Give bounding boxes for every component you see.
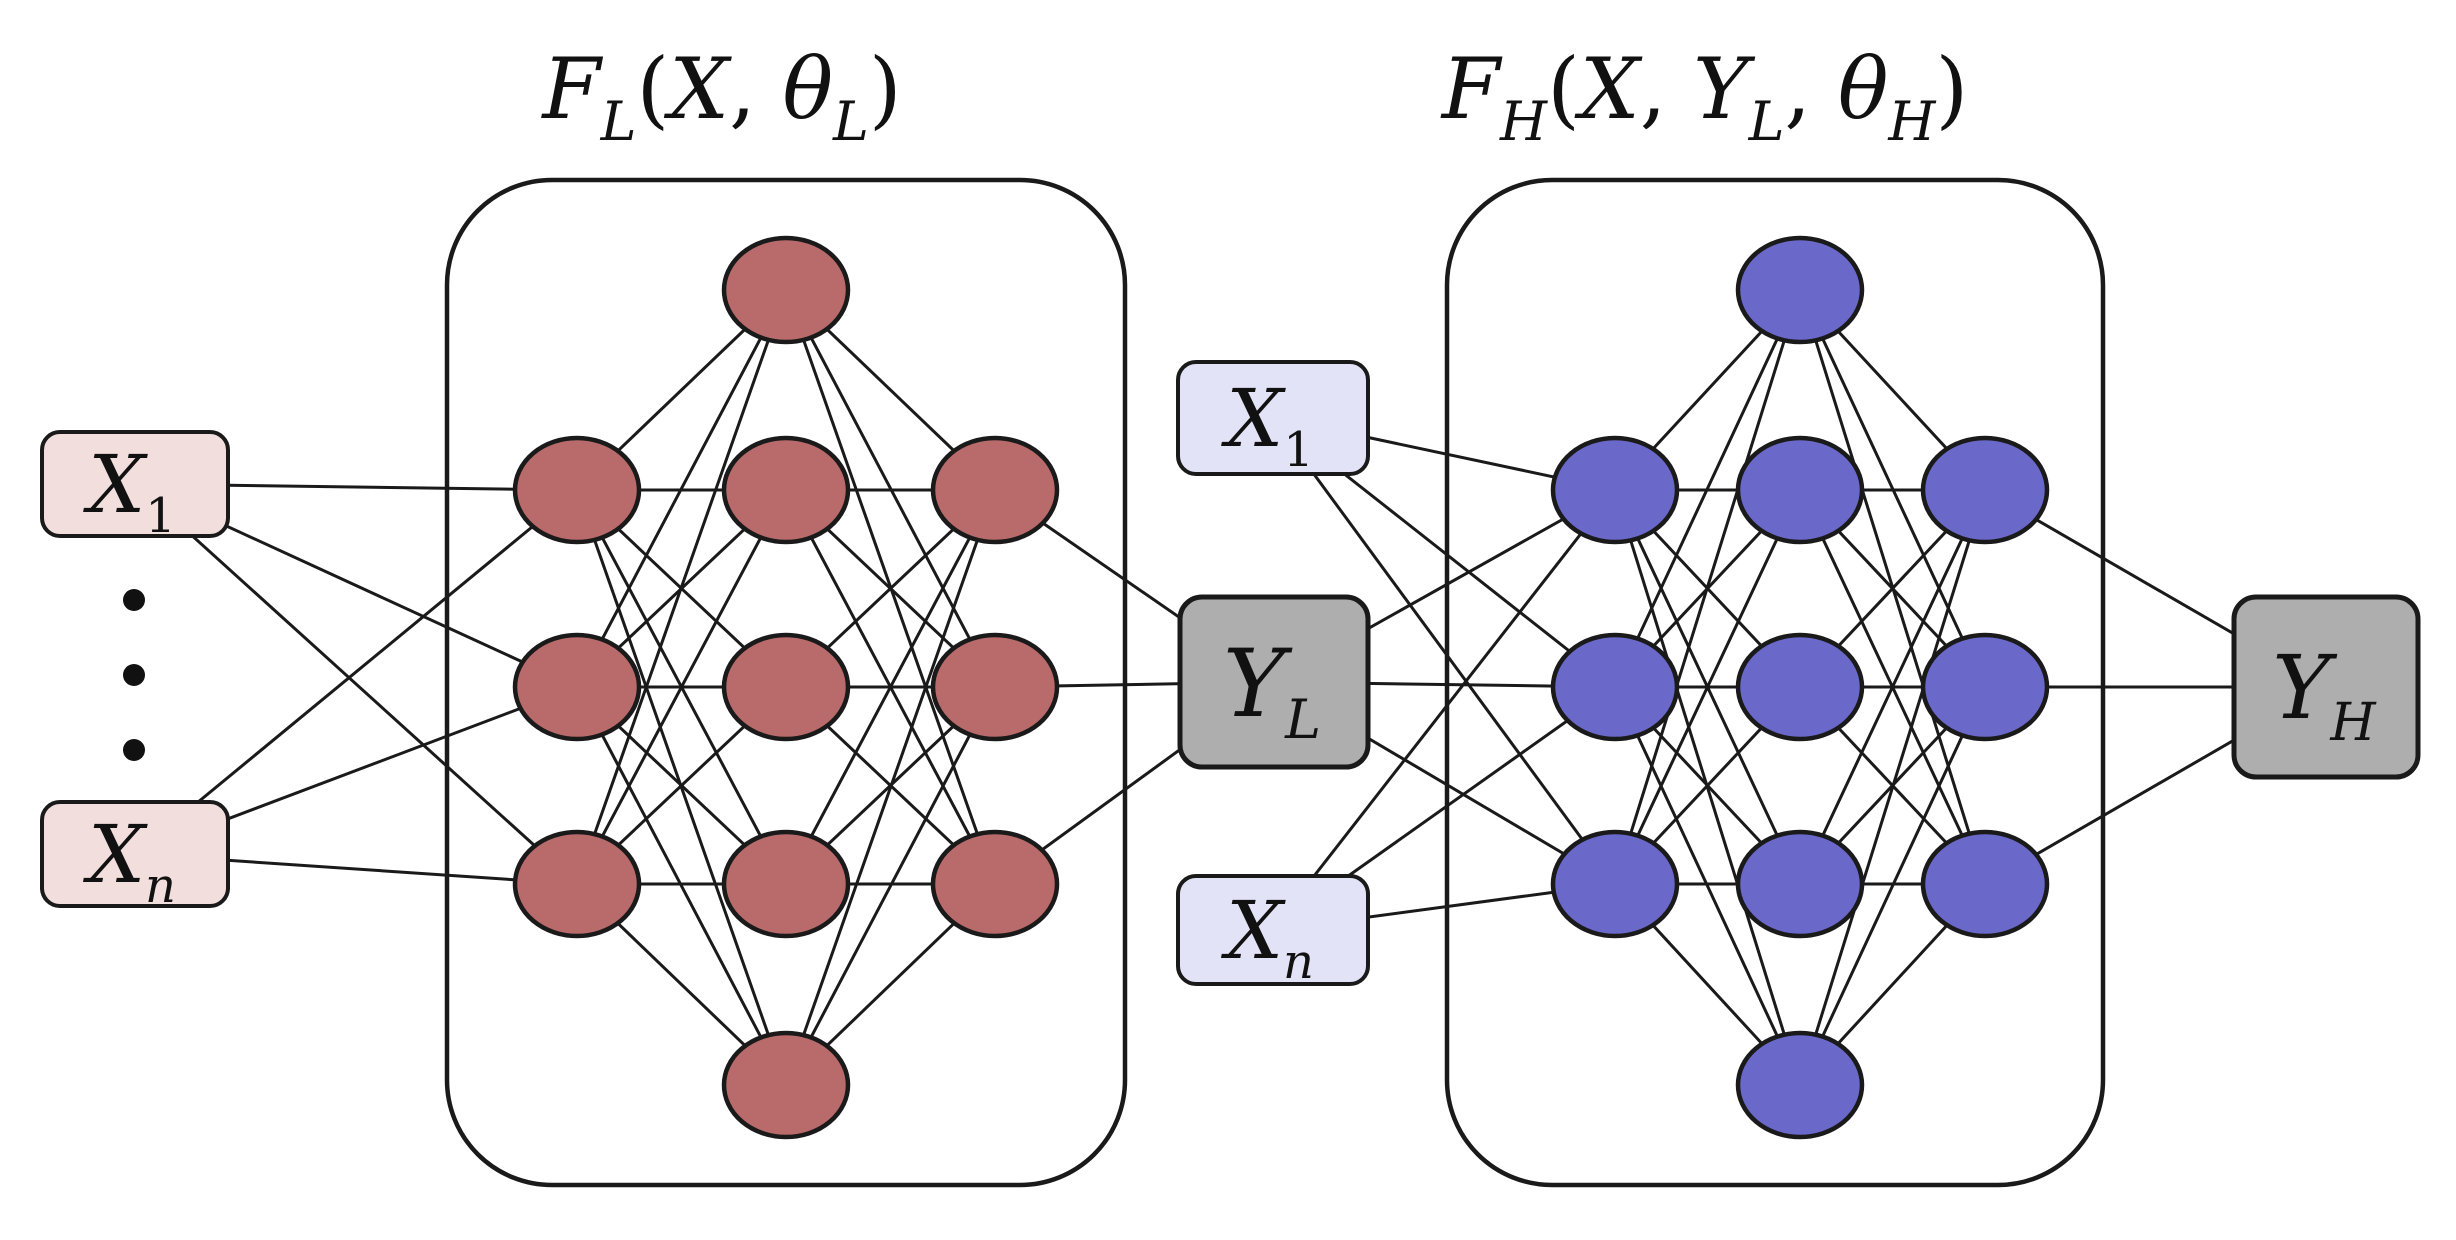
title-segment: H — [1499, 90, 1548, 153]
edge-line — [1798, 685, 1987, 1087]
neuron-node — [512, 829, 642, 939]
edge-line — [784, 488, 997, 1087]
neuron-node — [721, 632, 851, 742]
title-segment: Y — [1693, 40, 1756, 138]
neuron-node — [930, 829, 1060, 939]
ellipsis-dot — [123, 589, 145, 611]
neuron-node — [1550, 632, 1680, 742]
edge-line — [784, 488, 997, 886]
edge-line — [1270, 488, 1617, 932]
input-box-xn-low-label: Xn — [82, 808, 176, 914]
title-segment: L — [600, 90, 637, 153]
edge-line — [1798, 488, 1987, 1087]
input-box-xn-low-rect — [40, 800, 230, 908]
neuron-node — [721, 235, 851, 345]
title-segment: X — [1574, 40, 1643, 138]
input-box-xn-low: Xn — [40, 800, 230, 914]
neuron-node — [930, 435, 1060, 545]
input-box-xn-high-rect — [1176, 874, 1370, 986]
title-segment: L — [1748, 90, 1785, 153]
output-box-yh: YH — [2231, 594, 2421, 780]
neuron-node — [1550, 829, 1680, 939]
neuron-node — [721, 435, 851, 545]
output-box-yl-rect — [1177, 594, 1371, 770]
output-box-yl-label: YL — [1223, 630, 1321, 751]
neuron-node — [1735, 632, 1865, 742]
neuron-node — [512, 632, 642, 742]
neuron-node — [1550, 435, 1680, 545]
title-segment: F — [540, 40, 603, 138]
title-segment: L — [832, 90, 869, 153]
input-box-x1-low: X1 — [40, 430, 230, 544]
neuron-node — [1735, 829, 1865, 939]
edge-line — [575, 685, 788, 1087]
edge-line — [1798, 488, 1987, 886]
neuron-node — [1735, 435, 1865, 545]
input-box-x1-high: X1 — [1176, 360, 1370, 478]
input-box-x1-low-rect — [40, 430, 230, 538]
edge-line — [784, 685, 997, 1087]
output-box-yh-rect — [2231, 594, 2421, 780]
edge-line — [1613, 288, 1802, 886]
neuron-node — [721, 829, 851, 939]
title-segment: ) — [869, 40, 902, 138]
edge-line — [575, 288, 788, 689]
title-segment: ( — [1547, 40, 1580, 138]
edge-line — [1270, 415, 1617, 886]
title-segment: θ — [1838, 40, 1889, 138]
neuron-node — [721, 1030, 851, 1140]
title-segment: θ — [782, 40, 833, 138]
title-segment: , — [729, 40, 782, 138]
neuron-node — [1920, 829, 2050, 939]
low-fidelity-title: FL(X, θL) — [540, 40, 901, 153]
neuron-node — [512, 435, 642, 545]
edge-line — [575, 288, 788, 886]
ellipsis-dot — [123, 664, 145, 686]
title-segment: F — [1440, 40, 1503, 138]
edge-line — [575, 488, 788, 886]
neuron-node — [1920, 435, 2050, 545]
input-box-x1-high-rect — [1176, 360, 1370, 476]
input-box-x1-high-label: X1 — [1220, 372, 1314, 478]
edge-line — [133, 488, 579, 856]
neuron-node — [1735, 235, 1865, 345]
edge-line — [133, 482, 579, 886]
high-fidelity-title: FH(X, YL, θH) — [1440, 40, 1969, 153]
high-fidelity-neurons — [1550, 235, 2050, 1140]
neuron-node — [930, 632, 1060, 742]
input-box-xn-high-label: Xn — [1220, 884, 1314, 990]
input-box-xn-high: Xn — [1176, 874, 1370, 990]
title-segment: , — [1640, 40, 1693, 138]
title-segment: ( — [636, 40, 669, 138]
edge-line — [1613, 288, 1802, 689]
title-segment: X — [663, 40, 732, 138]
low-fidelity-neurons — [512, 235, 1060, 1140]
ellipsis-dot — [123, 739, 145, 761]
neuron-node — [1920, 632, 2050, 742]
ellipsis-dots — [123, 589, 145, 761]
output-box-yl: YL — [1177, 594, 1371, 770]
input-box-x1-low-label: X1 — [82, 438, 176, 544]
output-box-yh-label: YH — [2272, 636, 2377, 753]
title-segment: ) — [1936, 40, 1969, 138]
title-segment: H — [1887, 90, 1936, 153]
neuron-node — [1735, 1030, 1865, 1140]
title-segment: , — [1784, 40, 1837, 138]
edge-line — [1613, 488, 1802, 886]
edge-line — [1613, 685, 1802, 1087]
